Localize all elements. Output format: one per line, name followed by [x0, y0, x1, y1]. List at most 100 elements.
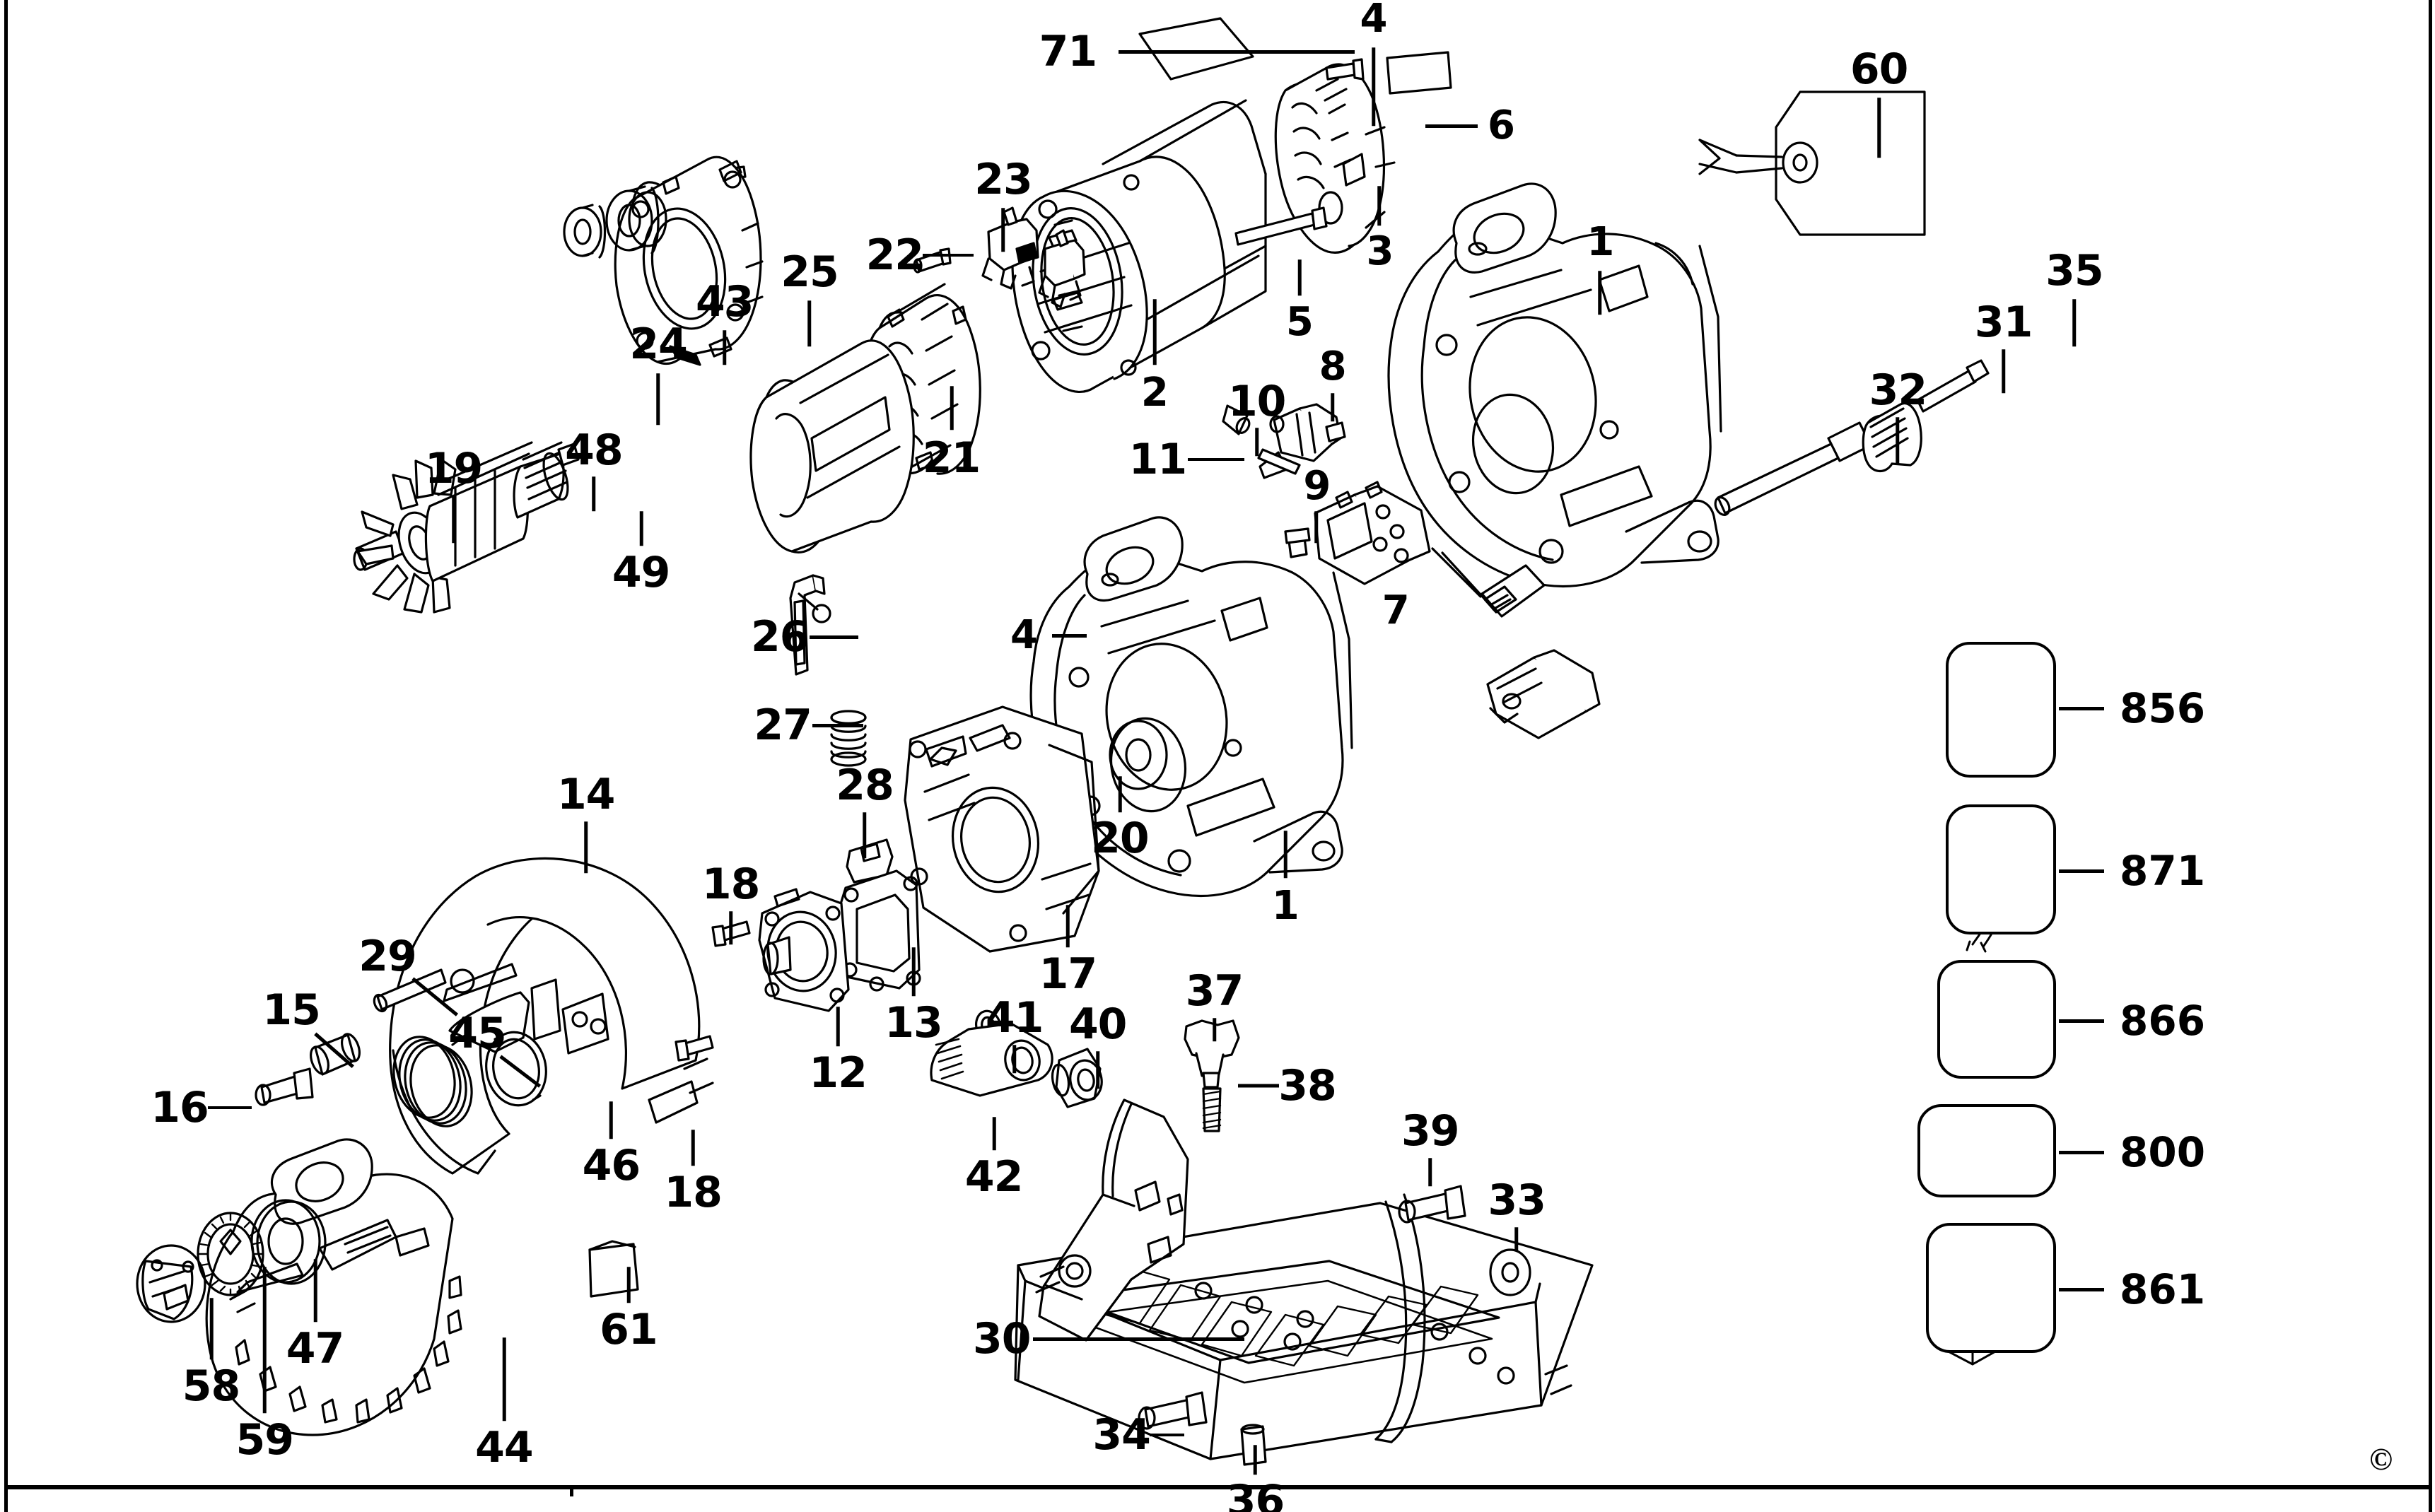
accessory-label-871: 871 — [2120, 847, 2206, 895]
leader-line-24 — [656, 373, 660, 426]
callout-number-4b: 4 — [1010, 612, 1038, 659]
callout-number-42: 42 — [964, 1151, 1023, 1202]
part-40-bushing — [1050, 1049, 1104, 1107]
callout-number-45: 45 — [448, 1009, 506, 1059]
accessory-label-866: 866 — [2120, 997, 2206, 1045]
callout-number-61: 61 — [600, 1304, 658, 1354]
part-32-shaft — [1712, 423, 1871, 517]
callout-number-35: 35 — [2045, 245, 2103, 295]
leader-line-40 — [1096, 1051, 1099, 1089]
part-26-lever — [790, 575, 830, 674]
callout-number-25: 25 — [781, 247, 839, 298]
part-58-knob — [137, 1246, 205, 1322]
part-4-screw-top — [1326, 59, 1363, 79]
callout-number-33: 33 — [1488, 1176, 1546, 1226]
part-38-stud — [1203, 1089, 1220, 1131]
leader-line-43 — [723, 330, 726, 365]
accessory-leader-800 — [2059, 1151, 2104, 1154]
leader-line-48 — [592, 476, 596, 512]
part-39-bolt — [1399, 1186, 1465, 1222]
leader-line-59 — [263, 1267, 267, 1414]
part-60-hang-tag — [1700, 92, 1925, 235]
callout-number-30: 30 — [973, 1314, 1031, 1364]
part-42-depth-lever — [931, 1024, 1052, 1096]
callout-number-7: 7 — [1382, 587, 1410, 633]
part-18-screw-lower — [676, 1036, 713, 1060]
leader-line-26 — [810, 635, 859, 639]
callout-number-5: 5 — [1285, 299, 1314, 346]
callout-number-12: 12 — [809, 1048, 867, 1098]
leader-line-27 — [812, 724, 863, 727]
leader-line-4a — [1372, 47, 1375, 127]
callout-number-14: 14 — [556, 770, 615, 820]
leader-line-35 — [2072, 299, 2077, 346]
callout-number-60: 60 — [1850, 44, 1908, 94]
leader-line-58 — [209, 1298, 213, 1360]
leader-line-31 — [2002, 349, 2005, 394]
part-3-end-cap — [1275, 64, 1394, 252]
callout-number-15: 15 — [262, 985, 320, 1035]
leader-line-33 — [1515, 1227, 1519, 1251]
part-16-bolt — [256, 1069, 313, 1105]
callout-number-1a: 1 — [1587, 218, 1614, 265]
part-6-label — [1387, 52, 1451, 93]
part-34-bolt — [1139, 1393, 1206, 1429]
accessory-box-800 — [1917, 1104, 2056, 1197]
callout-number-37: 37 — [1185, 966, 1244, 1016]
copyright-symbol: © — [2369, 1442, 2393, 1477]
leader-line-2 — [1152, 299, 1157, 365]
part-12-gear-case — [759, 889, 848, 1011]
callout-number-13: 13 — [884, 997, 942, 1048]
part-37-star-knob — [1185, 1021, 1239, 1087]
leader-line-1a — [1599, 271, 1602, 315]
leader-line-1b — [1283, 831, 1287, 879]
accessory-leader-856 — [2059, 707, 2104, 710]
leader-line-36 — [1254, 1444, 1257, 1475]
callout-number-9: 9 — [1303, 462, 1331, 509]
callout-number-47: 47 — [286, 1323, 344, 1373]
part-35-bolt — [1917, 361, 1988, 411]
callout-number-43: 43 — [695, 277, 754, 327]
callout-number-1b: 1 — [1271, 883, 1300, 930]
part-29-pin — [372, 970, 445, 1013]
leader-line-13 — [911, 947, 916, 997]
page-border-tick — [570, 1485, 573, 1496]
callout-number-40: 40 — [1068, 1000, 1127, 1049]
leader-line-18a — [729, 910, 732, 944]
callout-number-26: 26 — [750, 612, 809, 662]
accessory-label-856: 856 — [2120, 684, 2206, 732]
accessory-box-861 — [1926, 1223, 2056, 1353]
callout-number-23: 23 — [974, 154, 1032, 204]
callout-number-19: 19 — [424, 444, 483, 494]
part-59-toothed-washer — [198, 1213, 263, 1295]
part-18-screw-upper — [713, 922, 749, 946]
leader-line-41 — [1012, 1045, 1016, 1074]
callout-number-6: 6 — [1487, 102, 1515, 149]
callout-number-34: 34 — [1092, 1410, 1150, 1460]
callout-number-16: 16 — [151, 1082, 209, 1132]
part-7-switch-assembly — [1315, 482, 1599, 738]
accessory-label-800: 800 — [2120, 1128, 2206, 1176]
part-48-washer — [564, 205, 605, 257]
leader-line-14 — [584, 821, 588, 874]
accessory-leader-871 — [2059, 869, 2104, 873]
part-36-pin — [1242, 1425, 1266, 1465]
leader-line-32 — [1896, 417, 1900, 464]
callout-number-4a: 4 — [1360, 0, 1388, 42]
callout-number-41: 41 — [985, 993, 1044, 1043]
leader-line-49 — [639, 511, 643, 546]
leader-line-16 — [208, 1106, 252, 1110]
leader-line-22 — [923, 253, 974, 257]
leader-line-38 — [1237, 1084, 1279, 1088]
part-9-screw — [1285, 529, 1309, 557]
part-1-housing-right — [1389, 184, 1721, 586]
callout-number-22: 22 — [865, 230, 924, 280]
part-5-long-screw — [1236, 208, 1326, 245]
callout-number-2: 2 — [1140, 370, 1169, 416]
part-23-brush-holders — [983, 208, 1085, 307]
part-20-washer — [1110, 721, 1167, 789]
page-border-left — [4, 0, 8, 1512]
accessory-leader-861 — [2059, 1288, 2104, 1291]
